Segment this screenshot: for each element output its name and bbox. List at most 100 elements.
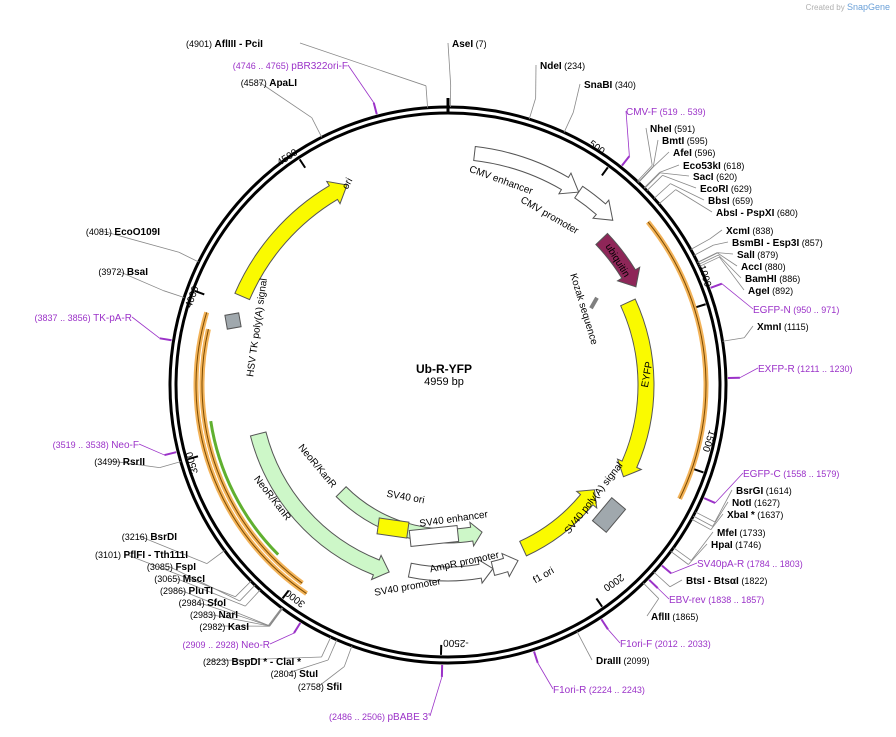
site-name-nari: NarI [219, 610, 239, 621]
site-label-ecoo109i: (4081) EcoO109I [86, 227, 160, 238]
site-pos-saci: (620) [714, 172, 738, 182]
site-leader-sfii [318, 666, 345, 687]
site-pos-ndei: (234) [562, 61, 586, 71]
site-line-sfii [343, 645, 353, 667]
feature-label-sv40-ori-10: SV40 ori [386, 489, 426, 506]
site-pos-aflii: (1865) [670, 612, 699, 622]
primer-name-f1ori-r: F1ori-R [553, 685, 586, 696]
site-leader-nari [207, 613, 270, 627]
primer-mark-ebv-rev [648, 579, 659, 589]
site-pos-bbsi: (659) [730, 196, 754, 206]
site-label-mfei: MfeI (1733) [717, 528, 766, 539]
site-pos-ecori: (629) [728, 184, 752, 194]
site-label-bsmbi: BsmBI - Esp3I (857) [732, 238, 823, 249]
site-leader-xbai [710, 513, 724, 530]
primer-name-ebv-rev: EBV-rev [669, 595, 706, 606]
site-leader-rsrii [110, 460, 160, 469]
site-leader-acci [717, 252, 738, 267]
tick-mark-1500 [693, 468, 704, 474]
site-line-bsai [163, 290, 185, 298]
site-label-sfoi: (2984) SfoI [179, 598, 227, 609]
site-pos-sfoi: (2984) [179, 598, 208, 608]
site-pos-acci: (880) [762, 262, 786, 272]
feature-label-eyfp-5: EYFP [640, 360, 655, 388]
site-name-sali: SalI [737, 250, 755, 261]
feature-label-neor-kanr-12: NeoR/KanR [296, 442, 339, 490]
tick-mark-3000 [281, 589, 290, 599]
site-label-rsrii: (3499) RsrII [94, 457, 145, 468]
site-label-saci: SacI (620) [693, 172, 737, 183]
site-label-bsrdi: (3216) BsrDI [122, 532, 177, 543]
primer-leader-tk-pa-r [131, 316, 161, 339]
primer-mark-neo-f [164, 451, 177, 457]
primer-leader-egfp-n [721, 283, 754, 310]
site-leader-aflii [646, 598, 660, 617]
site-pos-fspi: (3085) [147, 562, 176, 572]
feature-label-cmv-promoter-2: CMV promoter [518, 195, 580, 237]
site-pos-pluti: (2986) [160, 586, 189, 596]
primer-range-ebv-rev: (1838 .. 1857) [706, 595, 765, 605]
site-label-pflfi: (3101) PflFI - Tth111I [95, 550, 188, 561]
site-line-xbai [691, 518, 711, 531]
primer-range-f1ori-r: (2224 .. 2243) [586, 685, 645, 695]
site-label-bsai: (3972) BsaI [98, 267, 148, 278]
site-name-xmni: XmnI [757, 322, 782, 333]
site-label-afei: AfeI (596) [673, 148, 715, 159]
site-pos-xmni: (1115) [781, 322, 808, 332]
site-leader-bsrgi [714, 489, 733, 523]
site-leader-afei [653, 151, 670, 167]
site-pos-absi: (680) [774, 208, 798, 218]
primer-mark-cmv-f [621, 155, 631, 167]
site-pos-asei: (7) [473, 39, 487, 49]
site-name-msci: MscI [183, 574, 205, 585]
primer-range-sv40pa-r: (1784 .. 1803) [744, 559, 803, 569]
feature-cmv-enhancer-1 [473, 146, 580, 195]
tick-label-2500: -2500 [443, 637, 469, 649]
site-name-noti: NotI [732, 498, 752, 509]
site-pos-bsrgi: (1614) [763, 486, 792, 496]
site-pos-eco53ki: (618) [721, 161, 745, 171]
site-name-bspdi: BspDI * [232, 657, 268, 668]
credit-text: Created by [805, 3, 845, 12]
site-leader-bsrdi [138, 535, 208, 564]
site-pos-rsrii: (3499) [94, 457, 123, 467]
site-leader-hpai [688, 543, 708, 565]
primer-mark-sv40pa-r [661, 564, 672, 575]
site-leader-xmni [743, 325, 754, 339]
site-extra-bts-i: - BtsαI [705, 576, 739, 587]
site-label-absi: AbsI - PspXI (680) [716, 208, 798, 219]
site-name-draiii: DraIII [596, 656, 621, 667]
site-leader-bspdi [206, 656, 322, 662]
site-label-bspdi: (2823) BspDI * - ClaI * [203, 657, 301, 668]
site-leader-noti [712, 501, 729, 527]
site-pos-mfei: (1733) [737, 528, 766, 538]
site-extra-tth111i: - Tth111I [145, 550, 188, 561]
feature-neor-kanr-8 [249, 431, 390, 581]
feature-cmv-promoter-2 [574, 185, 614, 221]
tick-mark-1000 [695, 303, 706, 309]
primer-label-neo-r: (2909 .. 2928) Neo-R [183, 640, 270, 651]
feature-label-kozak-sequence-4: Kozak sequence [567, 272, 599, 346]
site-name-absi: AbsI [716, 208, 738, 219]
feature-label-ori-0: ori [340, 176, 355, 191]
site-leader-ecoo109i [101, 230, 180, 253]
tick-mark-4000 [194, 290, 205, 296]
site-line-aflii [642, 582, 659, 599]
primer-mark-f1ori-r [533, 651, 539, 664]
site-label-fspi: (3085) FspI [147, 562, 196, 573]
site-name-sfoi: SfoI [207, 598, 226, 609]
site-line-acci [697, 252, 718, 263]
site-label-acci: AccI (880) [741, 262, 786, 273]
plasmid-length: 4959 bp [424, 376, 464, 388]
site-pos-sfii: (2758) [298, 682, 327, 692]
site-line-ndei [528, 97, 537, 120]
site-pos-msci: (3065) [154, 574, 183, 584]
primer-mark-tk-pa-r [159, 337, 172, 342]
site-pos-xbai: (1637) [755, 510, 784, 520]
site-name-bsmbi: BsmBI [732, 238, 764, 249]
site-name-kasi: KasI [228, 622, 249, 633]
site-name-pflfi: PflFI [124, 550, 146, 561]
primer-leader-neo-r [269, 632, 295, 645]
site-leader-afliii [299, 42, 427, 87]
site-name-nhei: NheI [650, 124, 672, 135]
